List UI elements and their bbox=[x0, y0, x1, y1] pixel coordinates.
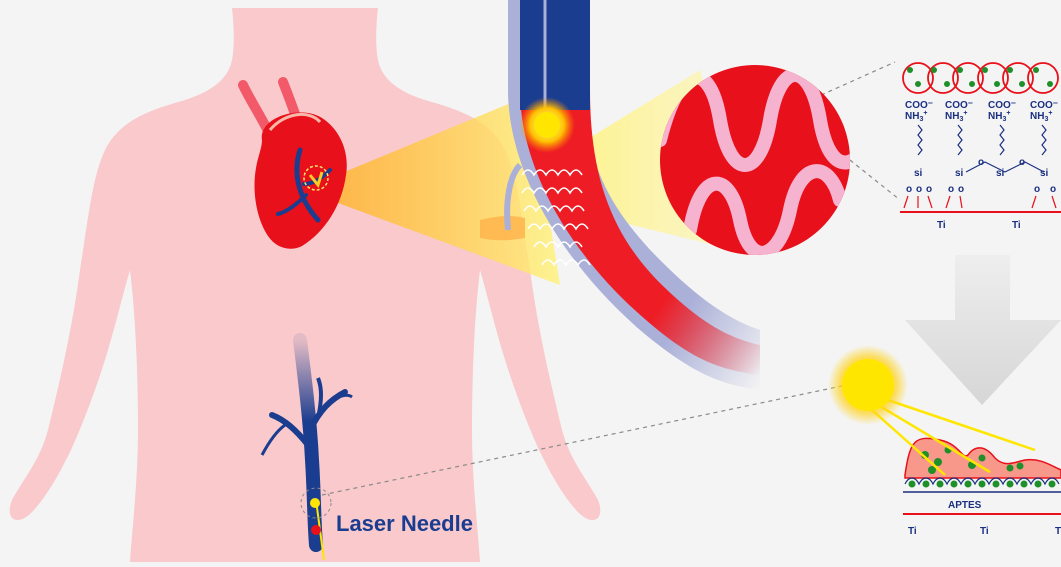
o-label-1: o bbox=[978, 157, 984, 168]
aptes-label: APTES bbox=[948, 500, 982, 511]
ti-label-top-1: Ti bbox=[937, 220, 946, 231]
o-label-3: o bbox=[906, 184, 912, 195]
surface-chemistry-top: COO⁻ NH3+ COO⁻ NH3+ COO⁻ NH3+ COO⁻ NH3+ … bbox=[900, 63, 1061, 231]
si-label-2: si bbox=[955, 168, 964, 179]
ti-label-bottom-1: Ti bbox=[908, 526, 917, 537]
coo-label-4: COO⁻ bbox=[1030, 100, 1058, 111]
si-label-3: si bbox=[996, 168, 1005, 179]
o-label-5: o bbox=[926, 184, 932, 195]
surface-chemistry-bottom: APTES Ti Ti Ti bbox=[903, 438, 1061, 537]
ti-label-bottom-3: Ti bbox=[1055, 526, 1061, 537]
nh3-label-4: NH3+ bbox=[1030, 110, 1052, 123]
si-label-4: si bbox=[1040, 168, 1049, 179]
ti-label-bottom-2: Ti bbox=[980, 526, 989, 537]
o-label-8: o bbox=[1034, 184, 1040, 195]
process-arrow bbox=[905, 255, 1061, 405]
nh3-label-1: NH3+ bbox=[905, 110, 927, 123]
nh3-label-3: NH3+ bbox=[988, 110, 1010, 123]
o-label-6: o bbox=[948, 184, 954, 195]
o-label-4: o bbox=[916, 184, 922, 195]
coo-label-2: COO⁻ bbox=[945, 100, 973, 111]
o-label-9: o bbox=[1050, 184, 1056, 195]
o-label-2: o bbox=[1019, 157, 1025, 168]
si-label-1: si bbox=[914, 168, 923, 179]
nh3-label-2: NH3+ bbox=[945, 110, 967, 123]
coo-label-3: COO⁻ bbox=[988, 100, 1016, 111]
coo-label-1: COO⁻ bbox=[905, 100, 933, 111]
magnified-stent-view bbox=[660, 65, 870, 255]
ti-label-top-2: Ti bbox=[1012, 220, 1021, 231]
laser-needle-label: Laser Needle bbox=[336, 511, 473, 536]
o-label-7: o bbox=[958, 184, 964, 195]
